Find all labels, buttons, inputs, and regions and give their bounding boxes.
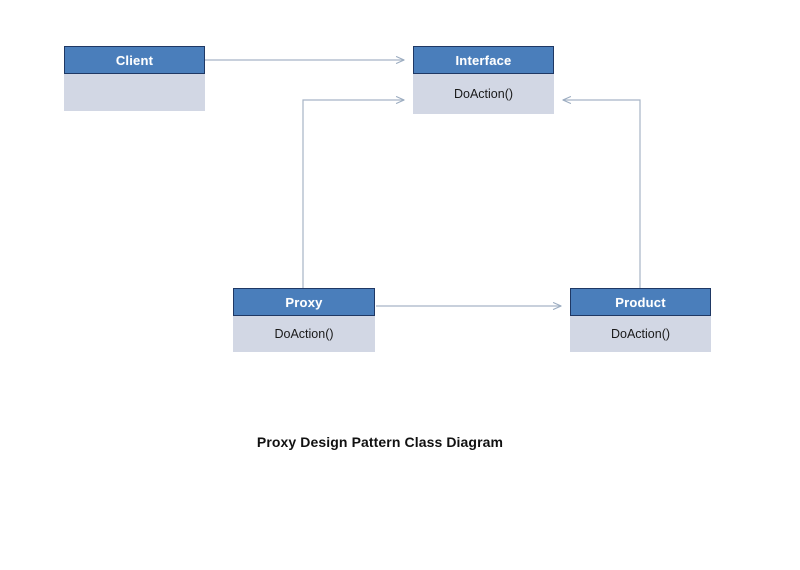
class-header-proxy: Proxy: [233, 288, 375, 316]
class-members-proxy: DoAction(): [233, 316, 375, 352]
class-box-interface[interactable]: Interface DoAction(): [413, 46, 554, 114]
class-box-product[interactable]: Product DoAction(): [570, 288, 711, 352]
class-members-product: DoAction(): [570, 316, 711, 352]
class-box-proxy[interactable]: Proxy DoAction(): [233, 288, 375, 352]
class-header-interface: Interface: [413, 46, 554, 74]
class-header-product: Product: [570, 288, 711, 316]
class-members-client: [64, 74, 205, 111]
connector-product-to-interface: [562, 96, 641, 288]
class-header-client: Client: [64, 46, 205, 74]
diagram-caption: Proxy Design Pattern Class Diagram: [256, 434, 504, 450]
connector-proxy-to-interface: [302, 96, 405, 288]
class-box-client[interactable]: Client: [64, 46, 205, 111]
class-members-interface: DoAction(): [413, 74, 554, 114]
